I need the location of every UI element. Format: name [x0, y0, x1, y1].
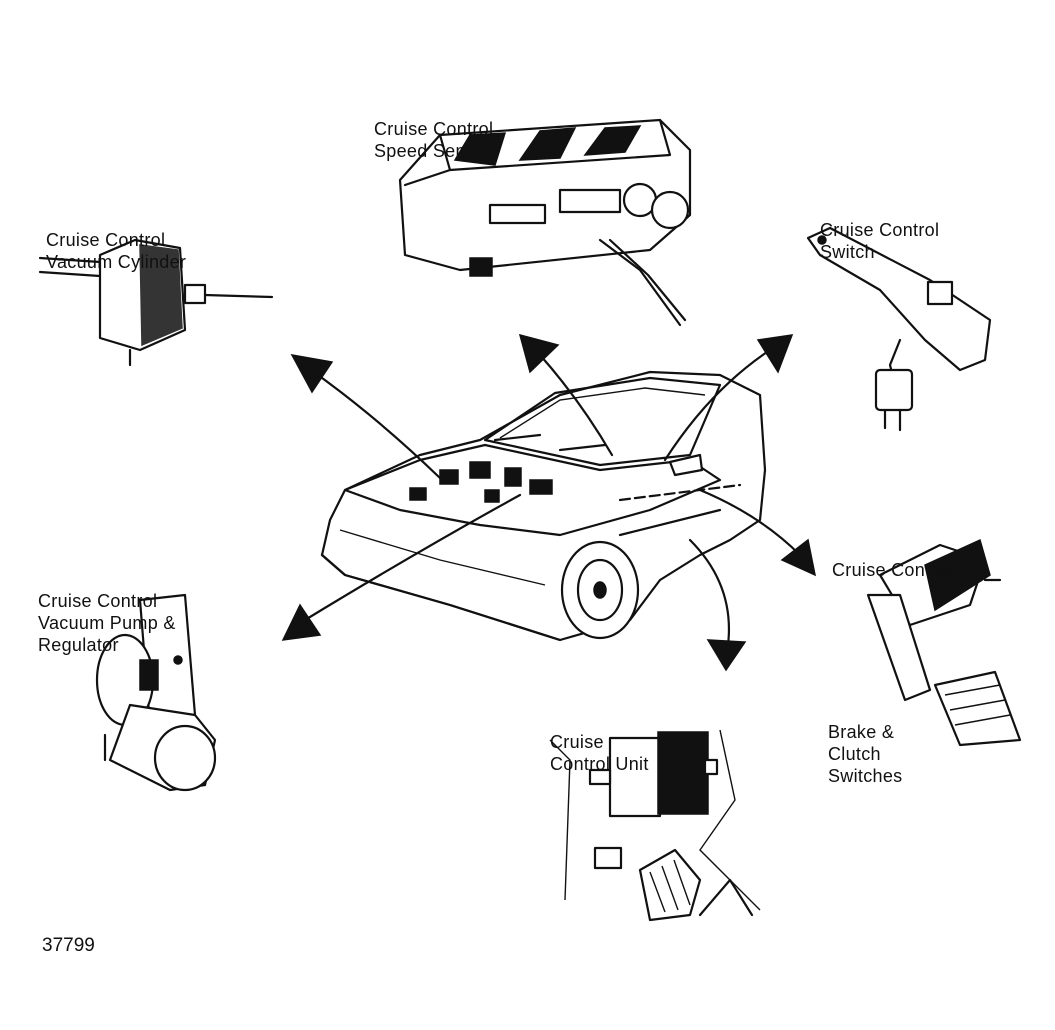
brake-clutch-switch-illustration [866, 538, 1022, 747]
vacuum-pump-illustration [95, 593, 217, 792]
control-unit-illustration [549, 729, 761, 922]
pointer-arrows [281, 333, 817, 672]
speed-sensor-illustration [398, 118, 692, 327]
car-illustration [320, 370, 767, 642]
reference-number: 37799 [42, 935, 95, 956]
label-cruise-control: Cruise Control [832, 560, 952, 580]
vacuum-cylinder-illustration [38, 238, 274, 367]
cruise-control-switch-illustration [806, 226, 992, 432]
